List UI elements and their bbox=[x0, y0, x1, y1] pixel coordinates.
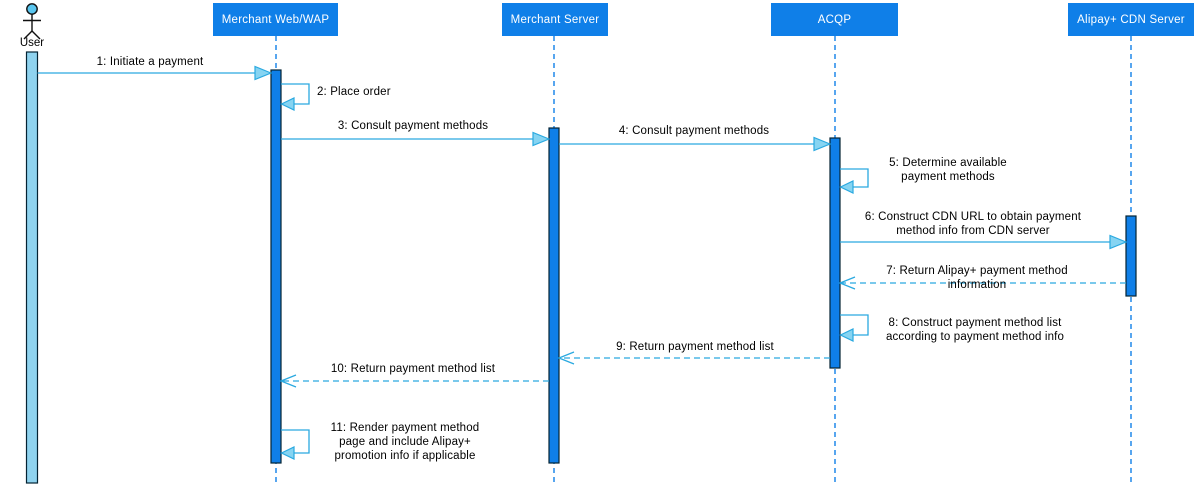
message-6-label: 6: Construct CDN URL to obtain payment m… bbox=[864, 211, 1082, 237]
message-7-open-arrowhead bbox=[838, 276, 856, 290]
participant-header-merchant-web-wap: Merchant Web/WAP bbox=[213, 3, 338, 36]
message-1-label: 1: Initiate a payment bbox=[96, 56, 204, 68]
message-5-label: 5: Determine available payment methods bbox=[889, 157, 1007, 183]
message-11-label: 11: Render payment method page and inclu… bbox=[330, 422, 480, 462]
message-4-label: 4: Consult payment methods bbox=[618, 125, 770, 137]
message-2-label: 2: Place order bbox=[317, 86, 391, 98]
participant-header-merchant-server: Merchant Server bbox=[502, 3, 608, 36]
participant-label-user: User bbox=[19, 37, 45, 49]
message-5-arrowhead bbox=[839, 180, 854, 194]
activation-bar-server bbox=[548, 127, 560, 464]
message-10-open-arrowhead bbox=[279, 374, 297, 388]
activation-bar-cdn bbox=[1125, 215, 1137, 297]
message-2-self-loop bbox=[281, 83, 310, 105]
participant-header-alipay-cdn-server: Alipay+ CDN Server bbox=[1068, 3, 1194, 36]
activation-bar-user bbox=[25, 51, 39, 484]
message-2-arrowhead bbox=[280, 97, 295, 111]
message-5-self-loop bbox=[840, 168, 869, 188]
message-8-arrowhead bbox=[839, 328, 854, 342]
message-8-label: 8: Construct payment method list accordi… bbox=[885, 317, 1065, 343]
message-7-label: 7: Return Alipay+ payment method informa… bbox=[886, 265, 1068, 291]
actor-icon-user bbox=[23, 3, 41, 40]
message-3-arrowhead bbox=[532, 131, 551, 147]
message-11-self-loop bbox=[281, 429, 310, 454]
message-9-label: 9: Return payment method list bbox=[616, 341, 774, 353]
activation-bar-web bbox=[270, 69, 282, 464]
message-1-arrowhead bbox=[254, 65, 273, 81]
message-10-label: 10: Return payment method list bbox=[330, 363, 496, 375]
message-8-self-loop bbox=[840, 314, 869, 336]
message-11-arrowhead bbox=[280, 446, 295, 460]
message-4-arrowhead bbox=[813, 136, 832, 152]
participant-header-acqp: ACQP bbox=[771, 3, 898, 36]
message-6-arrowhead bbox=[1109, 234, 1128, 250]
message-3-label: 3: Consult payment methods bbox=[337, 120, 489, 132]
activation-bar-acqp bbox=[829, 137, 841, 369]
message-9-open-arrowhead bbox=[557, 351, 575, 365]
